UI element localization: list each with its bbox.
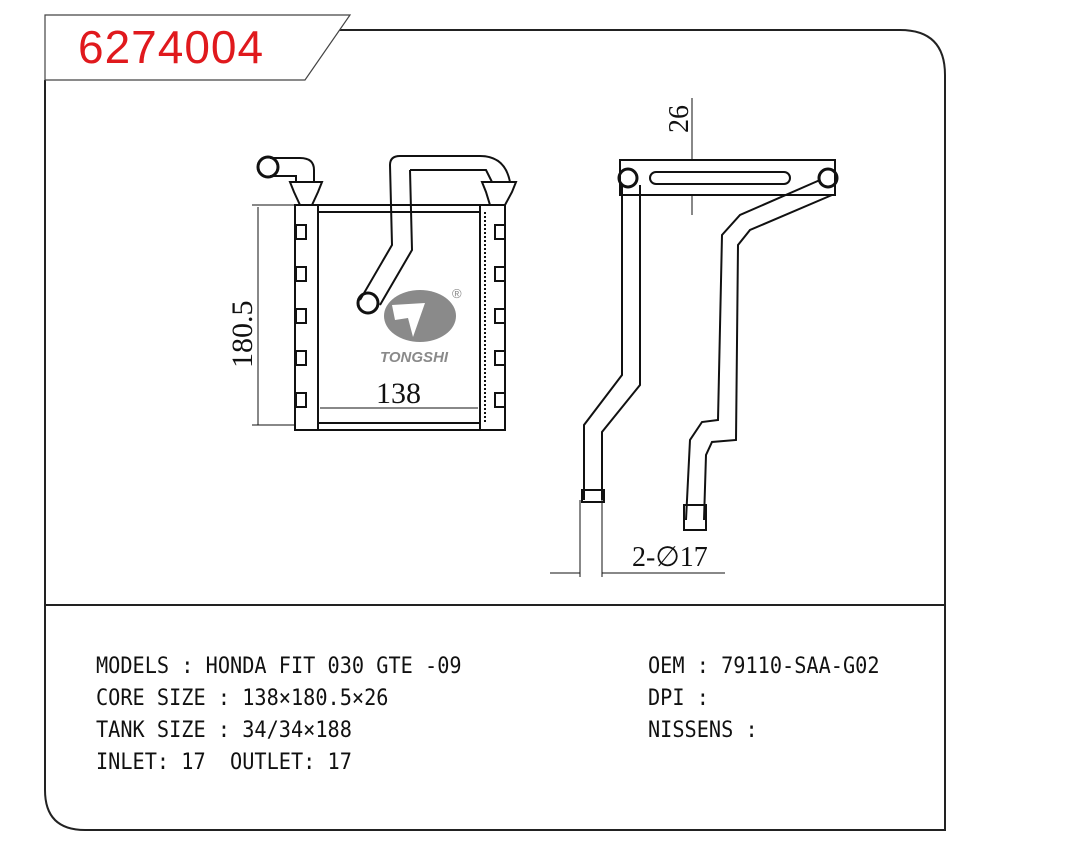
tank-tabs-left — [295, 224, 307, 408]
spec-oem: OEM : 79110-SAA-G02 — [648, 654, 880, 679]
logo-text: TONGSHI — [380, 349, 449, 366]
pipe-dimension: 2-∅17 — [632, 542, 708, 573]
spec-inlet-outlet: INLET: 17 OUTLET: 17 — [96, 750, 352, 775]
spec-dpi: DPI : — [648, 686, 709, 711]
registered-mark: ® — [452, 286, 462, 301]
heater-core-side-view — [550, 98, 839, 577]
spec-core-size: CORE SIZE : 138×180.5×26 — [96, 686, 389, 711]
spec-tank-size: TANK SIZE : 34/34×188 — [96, 718, 352, 743]
width-dimension: 138 — [376, 377, 421, 410]
title-tab — [44, 14, 352, 81]
tank-tabs-right — [494, 224, 506, 408]
spec-nissens: NISSENS : — [648, 718, 758, 743]
height-dimension: 180.5 — [226, 301, 259, 369]
heater-core-front-view — [252, 155, 518, 431]
part-number-title: 6274004 — [78, 21, 265, 73]
drawing-frame — [44, 29, 946, 831]
depth-dimension: 26 — [664, 105, 695, 133]
spec-models: MODELS : HONDA FIT 030 GTE -09 — [96, 654, 462, 679]
tongshi-logo: TONGSHI ® — [380, 286, 462, 366]
